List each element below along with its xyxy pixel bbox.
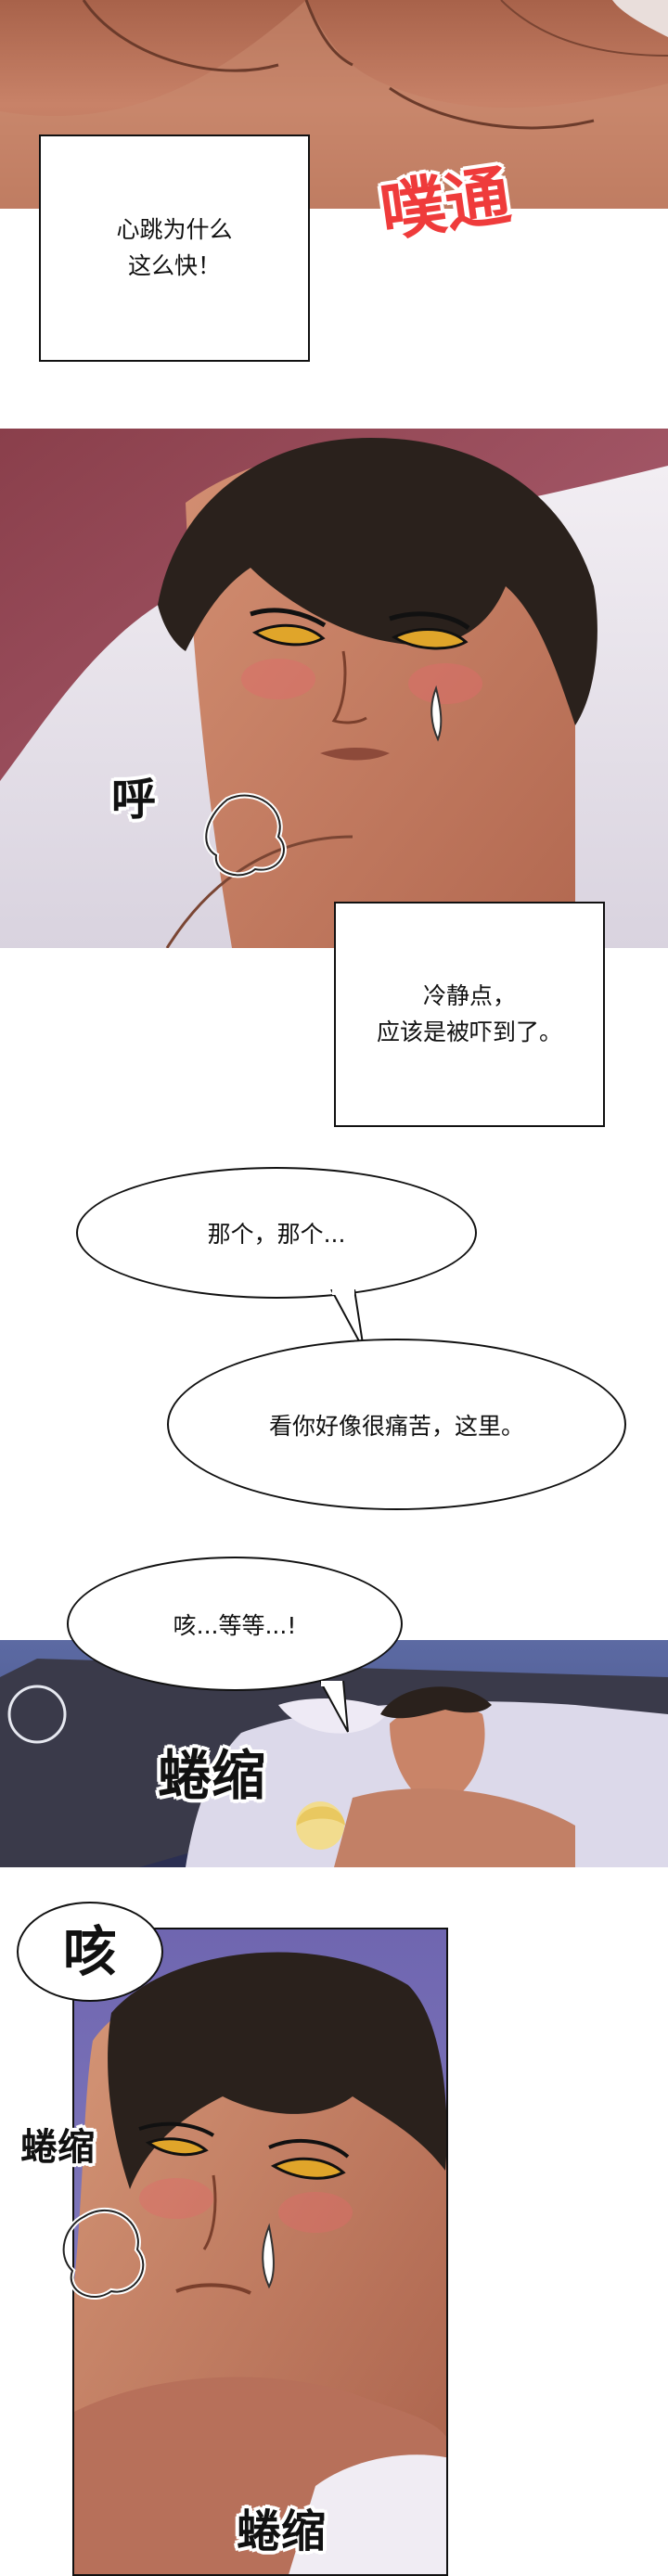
- caption-heartbeat: 心跳为什么 这么快！: [39, 135, 310, 362]
- sfx-shrink-closeup: 蜷缩: [20, 2126, 95, 2169]
- sfx-exhale: 呼: [111, 774, 157, 826]
- speech-bubble-that-thing: 那个，那个...: [76, 1167, 477, 1299]
- bubble-tail: [320, 1681, 349, 1733]
- panel-bed-wide: [0, 1640, 668, 1867]
- breath-puff-icon: [60, 2207, 147, 2300]
- sfx-cough: 咳: [62, 1920, 117, 1983]
- sfx-heartbeat-thump: 噗通: [375, 157, 516, 251]
- sfx-shrink-wide: 蜷缩: [158, 1744, 266, 1807]
- speech-bubble-looks-painful: 看你好像很痛苦，这里。: [167, 1339, 626, 1510]
- speech-bubble-cough: 咳: [17, 1902, 163, 2002]
- sfx-shrink-bottom: 蜷缩: [237, 2506, 327, 2557]
- caption-calm-down: 冷静点， 应该是被吓到了。: [334, 902, 605, 1127]
- panel-man-on-pillow: [0, 429, 668, 948]
- speech-bubble-cough-wait: 咳...等等...!: [67, 1557, 403, 1691]
- breath-puff-icon: [203, 792, 287, 878]
